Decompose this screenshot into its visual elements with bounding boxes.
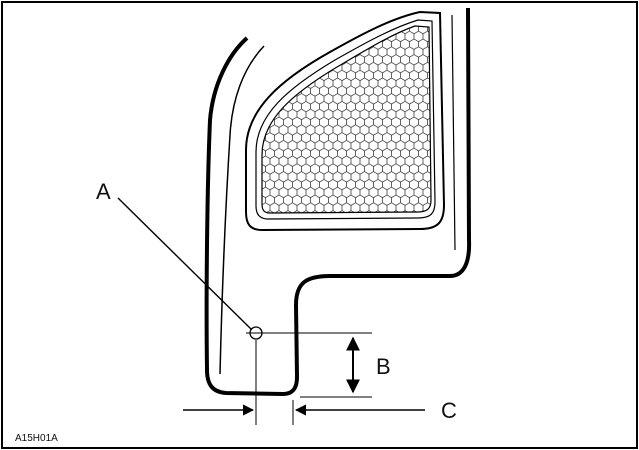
figure-reference-code: A15H01A: [15, 433, 58, 444]
inner-trim-line-right: [451, 14, 456, 251]
honeycomb-mesh: [261, 25, 432, 214]
label-c: C: [441, 398, 457, 423]
grille-inner-frame: [255, 19, 436, 220]
grille-frame: [245, 10, 446, 232]
leader-line-a: [117, 197, 252, 330]
body-outline: [204, 7, 472, 396]
label-b: B: [376, 354, 391, 379]
label-a: A: [96, 179, 111, 204]
inner-trim-line: [219, 45, 265, 375]
